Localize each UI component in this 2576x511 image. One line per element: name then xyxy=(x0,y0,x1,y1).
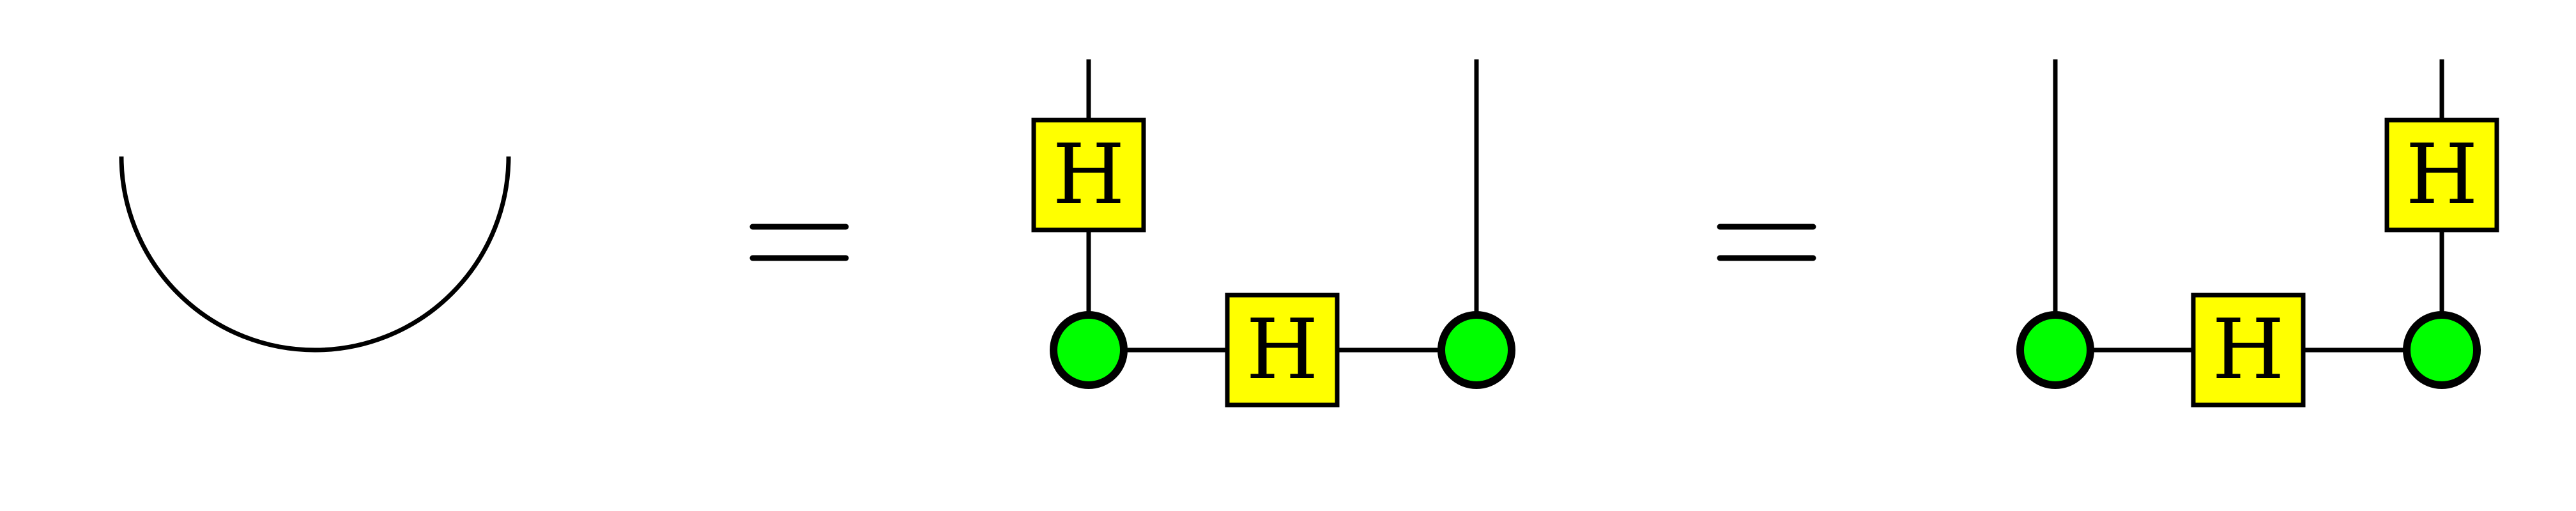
diagram-term-right-hadamard: H H xyxy=(2016,59,2499,408)
green-spider-left xyxy=(1050,311,1128,389)
hadamard-box-middle: H xyxy=(2191,293,2306,408)
cup-wire xyxy=(119,156,511,353)
green-spider-left xyxy=(2016,311,2094,389)
hadamard-box-middle: H xyxy=(1225,293,1340,408)
hadamard-label: H xyxy=(1246,301,1318,398)
equals-sign-1 xyxy=(749,224,849,261)
hadamard-box-top: H xyxy=(1031,118,1146,233)
hadamard-box xyxy=(2384,118,2499,233)
hadamard-label: H xyxy=(2405,126,2478,223)
hadamard-box xyxy=(1225,293,1340,408)
diagram-term-left-hadamard: H H xyxy=(1031,59,1515,408)
green-spider-right xyxy=(2403,311,2481,389)
hadamard-label: H xyxy=(1052,126,1124,223)
equals-sign-2 xyxy=(1717,224,1816,261)
cup-term xyxy=(119,156,511,353)
hadamard-box xyxy=(1031,118,1146,233)
hadamard-box-top: H xyxy=(2384,118,2499,233)
green-spider-right xyxy=(1438,311,1515,389)
hadamard-label: H xyxy=(2212,301,2284,398)
hadamard-box xyxy=(2191,293,2306,408)
